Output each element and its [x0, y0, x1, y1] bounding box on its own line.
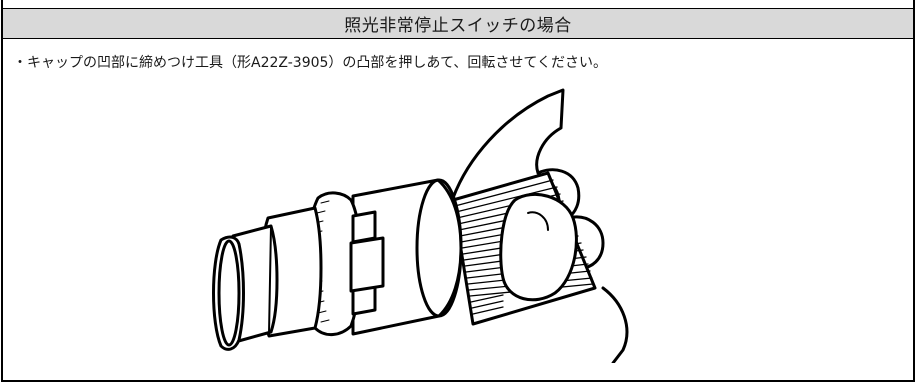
section-header: 照光非常停止スイッチの場合 [3, 8, 913, 39]
instruction-text: ・キャップの凹部に締めつけ工具（形A22Z-3905）の凸部を押しあて、回転させ… [13, 55, 608, 71]
tightening-tool-illustration [212, 88, 629, 363]
switch-front [212, 206, 323, 351]
section-title: 照光非常停止スイッチの場合 [344, 16, 572, 36]
hand-lower [601, 286, 629, 363]
thumb-nail [527, 211, 549, 231]
thumb [499, 192, 578, 302]
switch-body [304, 178, 463, 336]
